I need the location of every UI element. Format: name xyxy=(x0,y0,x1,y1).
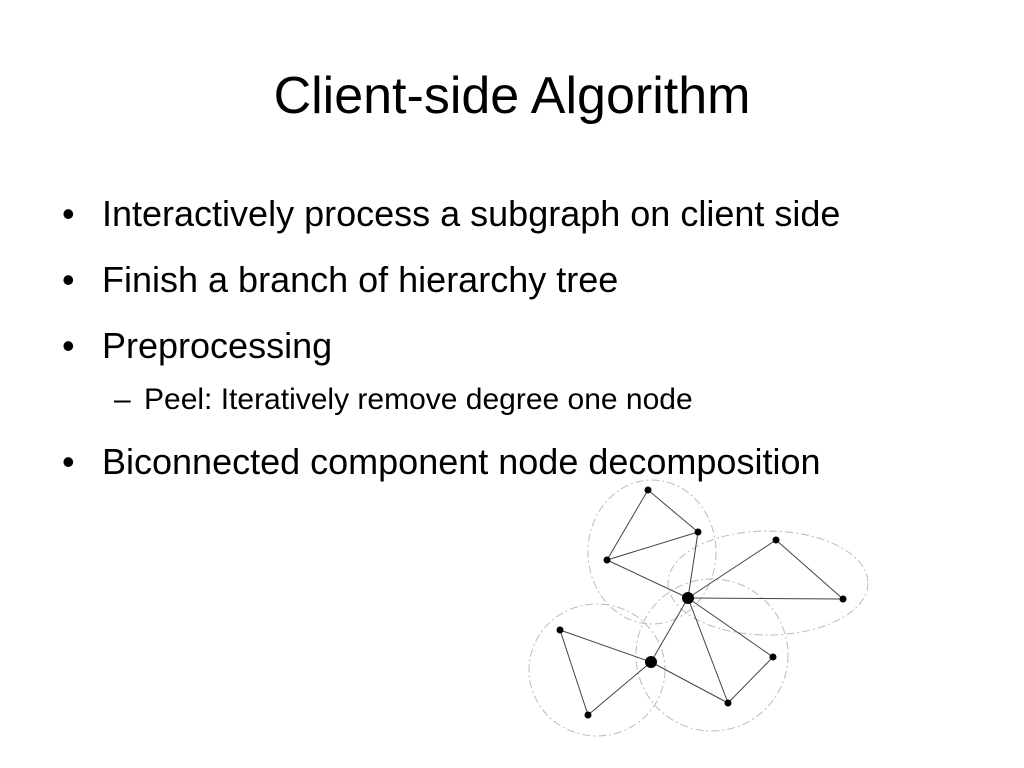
graph-edge xyxy=(606,559,689,599)
graph-node xyxy=(603,556,611,564)
bullet-marker: • xyxy=(62,193,75,234)
graph-node xyxy=(694,528,702,536)
bullet-text: Biconnected component node decomposition xyxy=(102,441,821,482)
graph-edge xyxy=(559,629,652,663)
component-circle xyxy=(635,578,789,732)
bullet-item: • Finish a branch of hierarchy tree xyxy=(62,252,1002,308)
graph-edge xyxy=(650,661,729,704)
graph-edge xyxy=(606,489,649,561)
sub-bullet-text: Peel: Iteratively remove degree one node xyxy=(144,383,693,416)
bullet-item: • Preprocessing xyxy=(62,318,1002,374)
bullet-marker: • xyxy=(62,325,75,366)
graph-edge xyxy=(650,597,689,663)
graph-edge xyxy=(775,539,844,600)
graph-node xyxy=(839,595,847,603)
graph-node xyxy=(724,699,732,707)
graph-edge xyxy=(687,597,729,704)
graph-edge xyxy=(559,629,589,716)
graph-node xyxy=(644,486,652,494)
graph-edge xyxy=(687,539,777,599)
bullet-marker: • xyxy=(62,441,75,482)
biconnected-component-graph-diagram xyxy=(528,479,869,737)
graph-edge xyxy=(687,597,844,600)
graph-edge xyxy=(647,489,699,533)
bullet-text: Preprocessing xyxy=(102,325,333,366)
graph-edge xyxy=(727,656,774,704)
component-circle xyxy=(587,479,717,625)
graph-node xyxy=(584,711,592,719)
bullet-marker: • xyxy=(62,259,75,300)
graph-edge xyxy=(606,531,699,561)
bullet-text: Interactively process a subgraph on clie… xyxy=(102,193,841,234)
graph-node-articulation xyxy=(645,656,657,668)
graph-node xyxy=(769,653,777,661)
slide-title: Client-side Algorithm xyxy=(273,67,751,125)
bullet-list: • Interactively process a subgraph on cl… xyxy=(62,186,1002,500)
graph-edge xyxy=(687,531,699,599)
sub-bullet-marker: – xyxy=(114,383,131,416)
component-circle xyxy=(667,530,869,636)
graph-edge xyxy=(687,597,774,658)
graph-edge xyxy=(587,661,652,716)
graph-node xyxy=(772,536,780,544)
bullet-text: Finish a branch of hierarchy tree xyxy=(102,259,619,300)
bullet-item: • Interactively process a subgraph on cl… xyxy=(62,186,1002,242)
sub-bullet-item: – Peel: Iteratively remove degree one no… xyxy=(62,380,1002,420)
graph-node-articulation xyxy=(682,592,694,604)
bullet-item: • Biconnected component node decompositi… xyxy=(62,434,1002,490)
graph-node xyxy=(556,626,564,634)
